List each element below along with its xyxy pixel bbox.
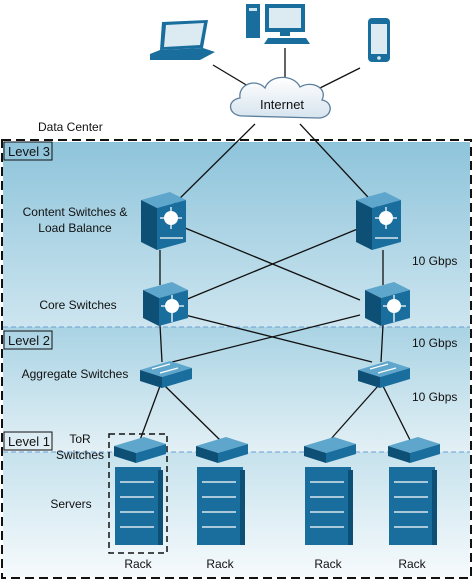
rack-label: Rack (124, 557, 152, 571)
desktop-computer-icon (246, 4, 310, 44)
laptop-icon (150, 20, 215, 60)
content-switch-right-icon (356, 192, 401, 250)
servers-label: Servers (50, 497, 91, 511)
tor-switch-4-icon (388, 437, 440, 463)
rack-highlight-box (108, 433, 168, 554)
network-links (139, 48, 411, 441)
internet-cloud: Internet (229, 76, 331, 119)
content-switches-label: Content Switches & (23, 205, 128, 219)
internet-label: Internet (260, 97, 304, 112)
level-3-label-box (3, 141, 53, 161)
link-speed-label: 10 Gbps (412, 254, 457, 268)
level-2-band (3, 327, 470, 452)
rack-label: Rack (398, 557, 426, 571)
tor-switch-3-icon (304, 437, 356, 463)
server-rack-2-icon (197, 467, 245, 545)
link-speed-label: 10 Gbps (412, 390, 457, 404)
level-2-label: Level 2 (8, 333, 50, 348)
aggregate-switches-label: Aggregate Switches (22, 367, 129, 381)
core-switch-right-icon (365, 282, 410, 326)
switches-label: Switches (56, 448, 104, 462)
server-rack-1-icon (115, 467, 163, 545)
mobile-phone-icon (368, 18, 390, 62)
aggregate-switch-left-icon (140, 361, 192, 388)
data-center-boundary (1, 139, 472, 579)
server-rack-3-icon (305, 467, 353, 545)
data-center-label: Data Center (38, 120, 103, 134)
aggregate-switch-right-icon (358, 361, 410, 388)
tor-switch-2-icon (196, 437, 248, 463)
tor-switch-1-icon (114, 437, 166, 463)
rack-label: Rack (314, 557, 342, 571)
level-2-label-box (3, 330, 53, 350)
load-balance-label: Load Balance (38, 221, 112, 235)
content-switch-left-icon (141, 192, 186, 250)
level-1-label: Level 1 (8, 434, 50, 449)
tor-label: ToR (69, 432, 91, 446)
server-rack-4-icon (389, 467, 437, 545)
level-1-label-box (3, 431, 53, 451)
link-speed-label: 10 Gbps (412, 336, 457, 350)
core-switches-label: Core Switches (39, 298, 116, 312)
rack-label: Rack (206, 557, 234, 571)
level-3-label: Level 3 (8, 144, 50, 159)
core-switch-left-icon (143, 282, 188, 326)
